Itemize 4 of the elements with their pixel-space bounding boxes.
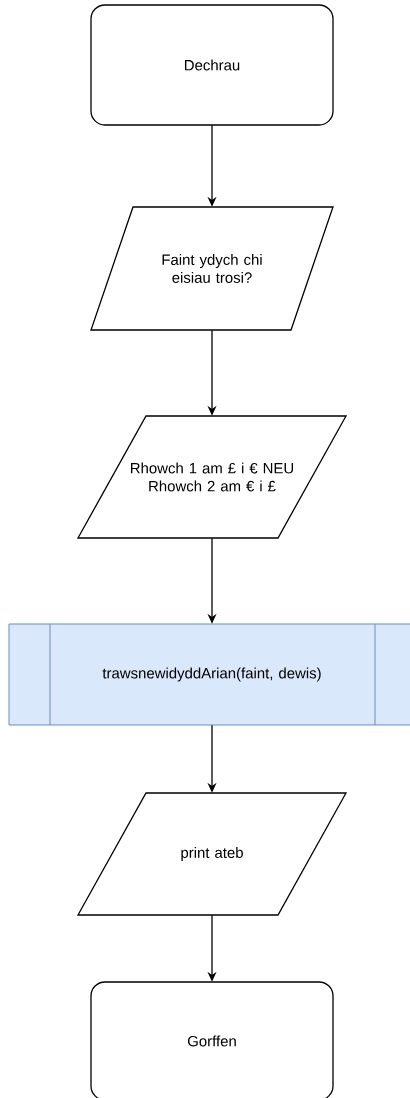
terminal-box: Dechrau <box>90 4 334 126</box>
subroutine-box: trawsnewidyddArian(faint, dewis) <box>8 623 410 726</box>
input-output-parallelogram: Faint ydych chi eisiau trosi? <box>90 206 334 331</box>
terminal-box: Gorffen <box>90 981 334 1098</box>
